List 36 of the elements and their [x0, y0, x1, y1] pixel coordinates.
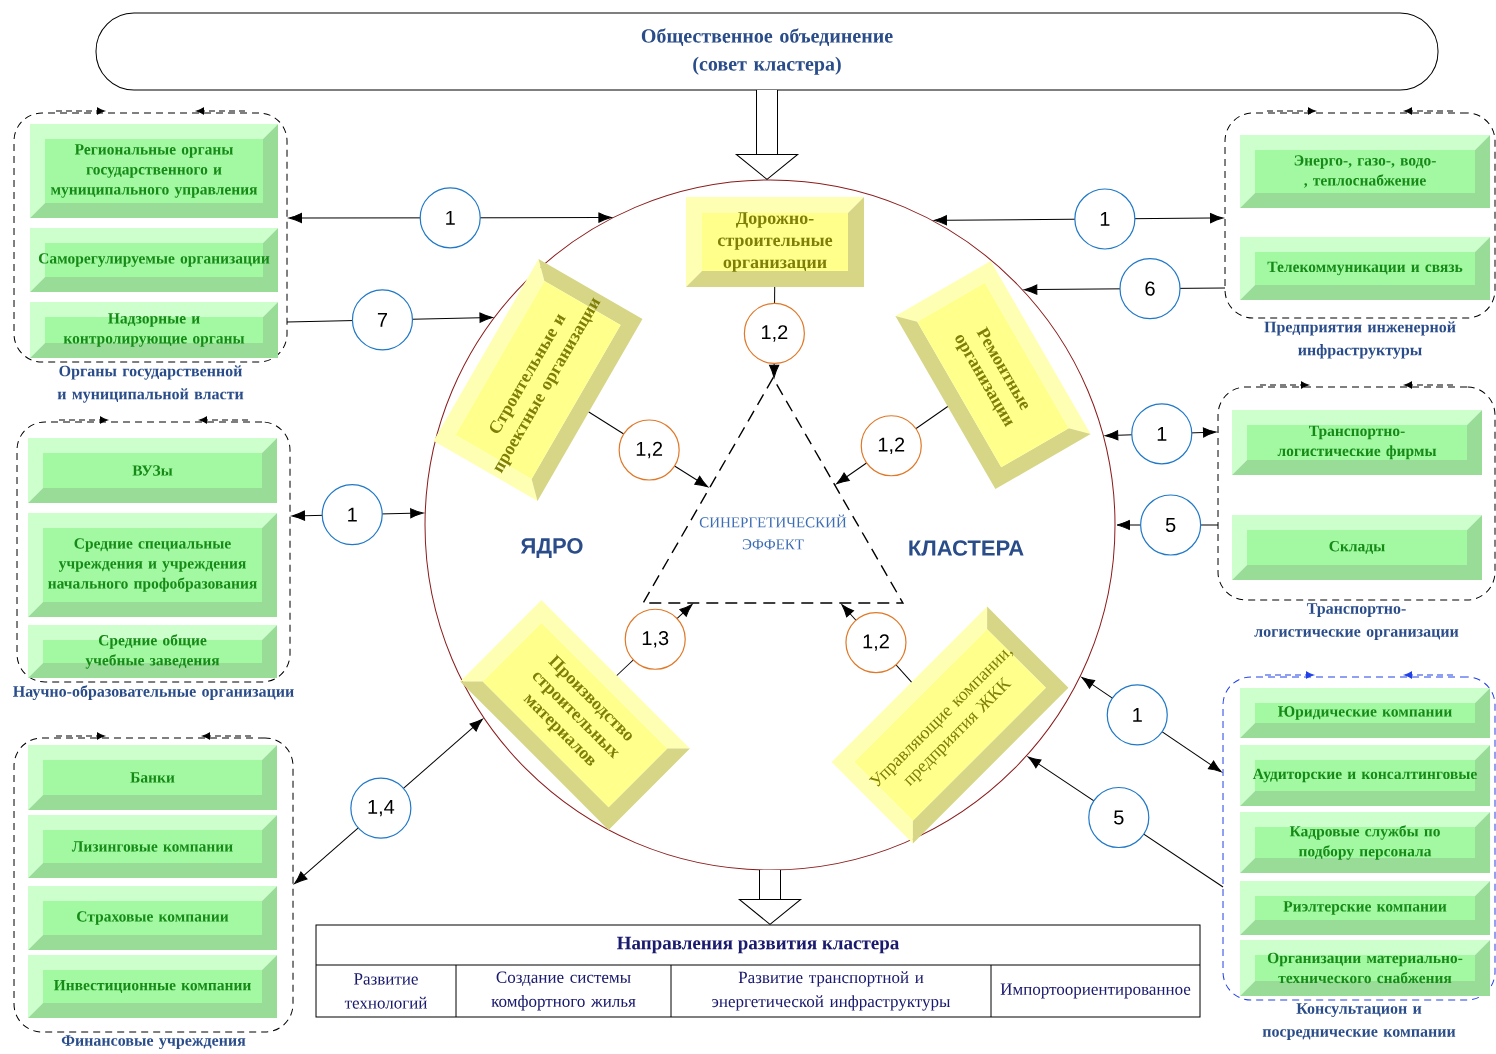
block-arrow: [735, 90, 799, 180]
rounded-banner: Общественное объединение (совет кластера): [95, 12, 1439, 91]
bevel-box: Юридические компании: [1240, 688, 1490, 738]
group-caption: Предприятия инженерной инфраструктуры: [1264, 321, 1456, 359]
bevel-box: Организации материально-технического снабжения: [1240, 940, 1490, 996]
core-label: КЛАСТЕРА: [909, 540, 1024, 556]
bevel-box: Средние общие учебные заведения: [28, 625, 277, 678]
bevel-box: Кадровые службы по подбору персонала: [1240, 812, 1490, 873]
bevel-box: ВУЗы: [28, 438, 277, 503]
bevel-box: Лизинговые компании: [28, 815, 277, 878]
group-caption: Консультацион и посреднические компании: [1262, 1003, 1456, 1041]
block-arrow: [738, 870, 802, 925]
bevel-box: Средние специальные учреждения и учреждения начального профобразования: [28, 513, 277, 617]
group-caption: Органы государственной и муниципальной власти: [57, 365, 244, 403]
group-caption: Финансовые учреждения: [61, 1035, 246, 1050]
table-cell: Создание системы комфортного жилья: [491, 971, 636, 1011]
bevel-box: Дорожно-строительные организации: [686, 197, 864, 287]
core-label: ЯДРО: [520, 538, 583, 558]
bevel-box: Страховые компании: [28, 886, 277, 950]
bevel-box: Склады: [1232, 515, 1482, 580]
bevel-box: Аудиторские и консалтинговые: [1240, 745, 1490, 806]
table-cell: Развитие транспортной и энергетической инфраструктуры: [712, 971, 951, 1011]
bevel-box: Надзорные и контролирующие органы: [30, 302, 278, 358]
group-caption: Транспортно-логистические организации: [1254, 603, 1459, 641]
bevel-box: Энерго-, газо-, водо-, теплоснабжение: [1240, 135, 1490, 208]
bevel-box: Саморегулируемые организации: [30, 228, 278, 292]
bevel-box: Инвестиционные компании: [28, 955, 277, 1018]
bevel-box: Риэлтерские компании: [1240, 881, 1490, 935]
bevel-box: Транспортно-логистические фирмы: [1232, 410, 1482, 475]
bevel-box: Банки: [28, 745, 277, 810]
table-cell: Развитие технологий: [344, 973, 427, 1009]
bevel-box: Региональные органы государственного и муниципального управления: [30, 124, 278, 218]
bevel-box: Телекоммуникации и связь: [1240, 237, 1490, 300]
table-cell: Импортоориентированное: [1000, 983, 1191, 999]
group-caption: Научно-образовательные организации: [13, 685, 294, 701]
table-header: Направления развития кластера: [617, 936, 899, 954]
